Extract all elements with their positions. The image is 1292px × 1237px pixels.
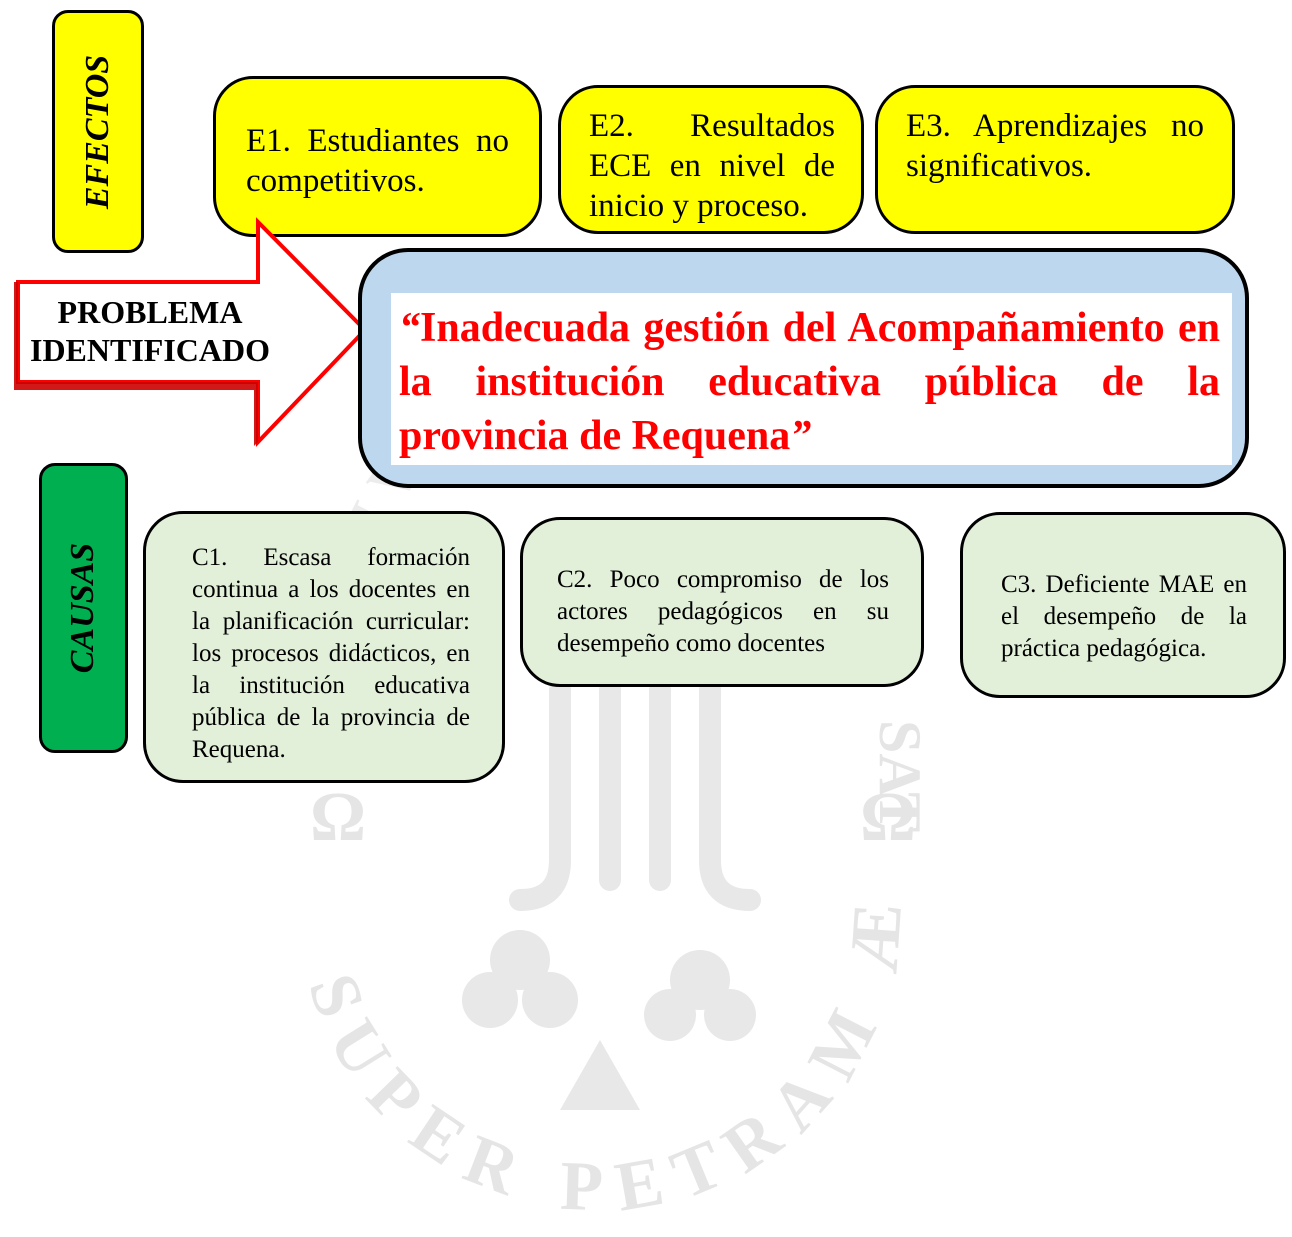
problem-arrow-line-1: PROBLEMA bbox=[57, 294, 243, 330]
problem-open-quote: “ bbox=[399, 305, 420, 351]
problem-text: Inadecuada gestión del Acompañamiento en… bbox=[399, 305, 1220, 459]
cause-text: C3. Deficiente MAE en el desempeño de la… bbox=[1001, 571, 1247, 662]
effect-box-e3: E3. Aprendizajes no significativos. bbox=[875, 85, 1235, 234]
problem-arrow-line-2: IDENTIFICADO bbox=[29, 332, 271, 368]
effect-text: E1. Estudiantes no competitivos. bbox=[246, 123, 509, 199]
causes-label-text: CAUSAS bbox=[64, 542, 102, 674]
cause-box-c2: C2. Poco compromiso de los actores pedag… bbox=[520, 517, 924, 687]
seal-omega-left: Ω bbox=[310, 779, 366, 856]
seal-monogram bbox=[509, 679, 761, 911]
seal-side-right-text: SAT bbox=[867, 720, 933, 832]
cause-box-c1: C1. Escasa formación continua a los doce… bbox=[143, 511, 505, 783]
effect-box-e2: E2. Resultados ECE en nivel de inicio y … bbox=[558, 85, 864, 234]
cause-text: C1. Escasa formación continua a los doce… bbox=[192, 544, 470, 763]
effect-box-e1: E1. Estudiantes no competitivos. bbox=[213, 76, 542, 237]
seal-flowers bbox=[462, 930, 756, 1110]
problem-arrow-label: PROBLEMA IDENTIFICADO bbox=[20, 293, 280, 369]
effects-label: EFECTOS bbox=[52, 10, 144, 253]
cause-text: C2. Poco compromiso de los actores pedag… bbox=[557, 566, 889, 657]
effects-label-text: EFECTOS bbox=[79, 54, 117, 209]
cause-box-c3: C3. Deficiente MAE en el desempeño de la… bbox=[960, 512, 1286, 698]
problem-close-quote: ” bbox=[790, 413, 812, 459]
effect-text: E2. Resultados ECE en nivel de inicio y … bbox=[589, 108, 835, 224]
effect-text: E3. Aprendizajes no significativos. bbox=[906, 108, 1204, 184]
seal-omega-right: Ω bbox=[860, 779, 916, 856]
problem-arrow bbox=[14, 217, 368, 447]
problem-statement: “Inadecuada gestión del Acompañamiento e… bbox=[391, 293, 1232, 465]
causes-label: CAUSAS bbox=[39, 463, 128, 753]
